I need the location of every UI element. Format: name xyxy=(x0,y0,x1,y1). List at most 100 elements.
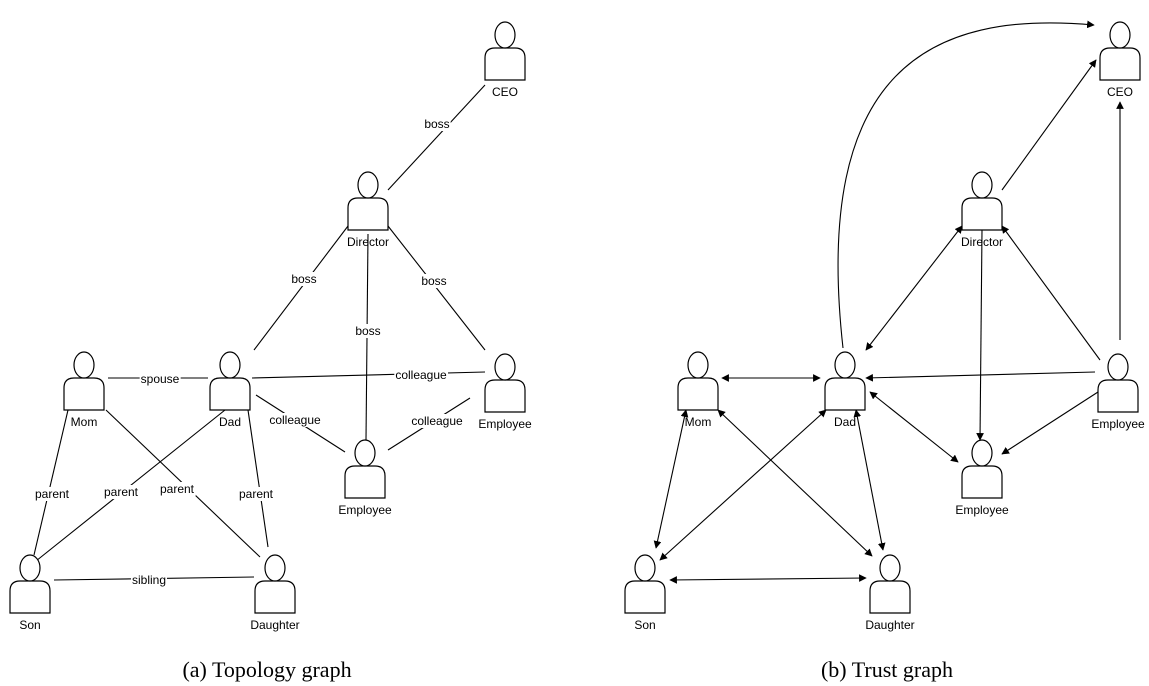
trust-edge-dad-ceo xyxy=(837,20,1095,349)
person-icon-head xyxy=(494,353,516,381)
b-son-node: Son xyxy=(624,554,666,632)
edge-label-background xyxy=(139,372,181,386)
a-mom-node: Mom xyxy=(63,351,105,429)
node-label: Dad xyxy=(834,415,856,429)
trust-edge-son-daughter xyxy=(669,574,867,584)
node-label: CEO xyxy=(1107,85,1133,99)
edge-label-background xyxy=(33,487,71,501)
b-mom-node: Mom xyxy=(677,351,719,429)
node-label: Employee xyxy=(1091,417,1145,431)
a-dad-node: Dad xyxy=(209,351,251,429)
person-icon-body xyxy=(677,377,719,411)
caption-topology-graph: (a) Topology graph xyxy=(182,657,351,682)
trust-edge-director-ceo xyxy=(1001,59,1097,191)
edge-label-boss: boss xyxy=(355,324,380,338)
edge-label-spouse: spouse xyxy=(141,372,180,386)
person-icon-body xyxy=(254,580,296,614)
a-director-node: Director xyxy=(347,171,389,249)
edge-director-ceo xyxy=(387,84,486,191)
edge-label-colleague: colleague xyxy=(269,413,321,427)
person-icon-head xyxy=(971,171,993,199)
edge-label-sibling: sibling xyxy=(132,573,166,587)
person-icon-head xyxy=(634,554,656,582)
edge-mom-son xyxy=(33,409,69,556)
trust-edge-director-employee2 xyxy=(976,229,984,441)
person-icon-head xyxy=(1107,353,1129,381)
node-label: Director xyxy=(347,235,389,249)
trust-edges-layer xyxy=(653,20,1124,584)
edge-label-background xyxy=(268,413,323,427)
person-icon-body xyxy=(961,197,1003,231)
trust-edge-mom-daughter xyxy=(717,409,873,557)
a-son-node: Son xyxy=(9,554,51,632)
person-icon-head xyxy=(879,554,901,582)
node-label: Son xyxy=(19,618,40,632)
person-icon-body xyxy=(824,377,866,411)
person-icon-head xyxy=(357,171,379,199)
edge-label-colleague: colleague xyxy=(411,414,463,428)
person-icon-head xyxy=(19,554,41,582)
trust-edge-mom-son xyxy=(653,409,689,549)
edge-label-background xyxy=(423,117,451,131)
b-ceo-node: CEO xyxy=(1099,21,1141,99)
a-ceo-node: CEO xyxy=(484,21,526,99)
edge-label-boss: boss xyxy=(424,117,449,131)
person-icon-head xyxy=(494,21,516,49)
topology-edge-labels-layer: boss boss boss boss spouse colleague colleague… xyxy=(33,117,465,587)
a-employee1-node: Employee xyxy=(478,353,532,431)
node-label: Employee xyxy=(478,417,532,431)
node-label: Dad xyxy=(219,415,241,429)
person-icon-head xyxy=(834,351,856,379)
person-icon-head xyxy=(1109,21,1131,49)
person-icon-body xyxy=(347,197,389,231)
b-dad-node: Dad xyxy=(824,351,866,429)
person-icon-body xyxy=(624,580,666,614)
topology-edges-layer xyxy=(33,84,486,581)
a-daughter-node: Daughter xyxy=(250,554,300,632)
edge-label-background xyxy=(237,487,275,501)
b-daughter-node: Daughter xyxy=(865,554,915,632)
b-employee1-node: Employee xyxy=(1091,353,1145,431)
trust-edge-dad-director xyxy=(865,225,963,351)
node-label: Son xyxy=(634,618,655,632)
person-icon-head xyxy=(219,351,241,379)
caption-trust-graph: (b) Trust graph xyxy=(821,657,953,682)
person-icon-head xyxy=(354,439,376,467)
person-icon-body xyxy=(209,377,251,411)
edge-dad-daughter xyxy=(247,409,269,548)
person-icon-body xyxy=(63,377,105,411)
person-icon-body xyxy=(869,580,911,614)
a-employee2-node: Employee xyxy=(338,439,392,517)
node-label: Mom xyxy=(685,415,712,429)
trust-edge-dad-son xyxy=(659,409,827,561)
node-label: Daughter xyxy=(250,618,299,632)
person-icon-body xyxy=(1097,379,1139,413)
person-icon-head xyxy=(264,554,286,582)
edge-label-boss: boss xyxy=(421,274,446,288)
person-icon-body xyxy=(344,465,386,499)
node-label: Employee xyxy=(338,503,392,517)
edge-label-background xyxy=(290,272,318,286)
edge-label-background xyxy=(420,274,448,288)
b-employee2-node: Employee xyxy=(955,439,1009,517)
person-icon-body xyxy=(961,465,1003,499)
person-icon-body xyxy=(1099,47,1141,81)
edge-label-background xyxy=(130,573,168,587)
edge-dad-employee1 xyxy=(251,371,486,379)
person-icon-head xyxy=(687,351,709,379)
edge-label-boss: boss xyxy=(291,272,316,286)
trust-edge-dad-daughter xyxy=(853,409,886,551)
edge-label-background xyxy=(394,368,449,382)
person-icon-head xyxy=(971,439,993,467)
b-director-node: Director xyxy=(961,171,1003,249)
person-icon-body xyxy=(484,379,526,413)
edge-label-background xyxy=(158,482,196,496)
person-icon-body xyxy=(484,47,526,81)
person-icon-body xyxy=(9,580,51,614)
trust-edge-dad-employee2 xyxy=(869,391,959,463)
node-label: Director xyxy=(961,235,1003,249)
